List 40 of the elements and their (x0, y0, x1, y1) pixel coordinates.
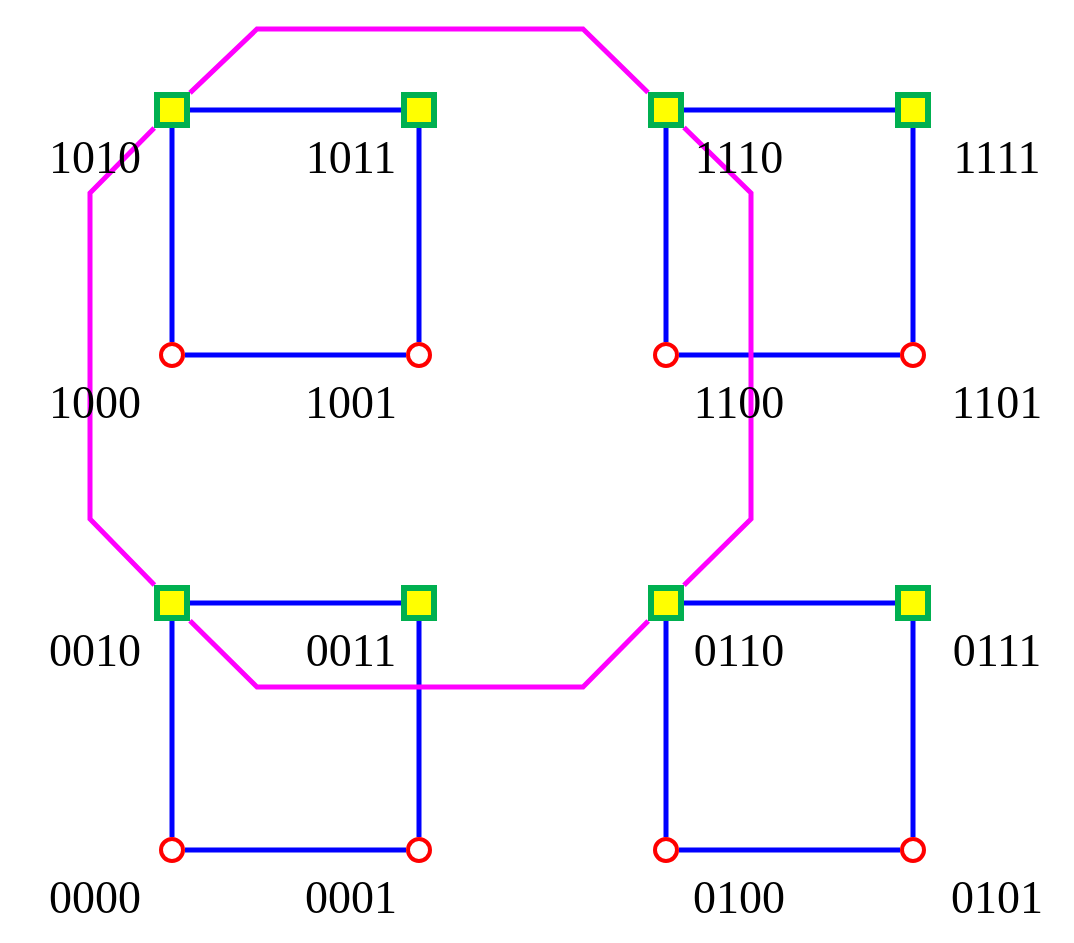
node-label: 1011 (305, 135, 397, 181)
node-label: 1101 (951, 380, 1043, 426)
node-label: 0000 (49, 875, 141, 921)
node-label: 0001 (305, 875, 397, 921)
node-label: 1111 (953, 135, 1041, 181)
connector-line (185, 352, 406, 358)
node-label: 0010 (49, 628, 141, 674)
connector-line (910, 621, 916, 837)
connector-line (188, 26, 650, 95)
connector-line (679, 352, 900, 358)
connector-line (682, 125, 754, 587)
connector-line (416, 128, 422, 342)
connector-line (190, 600, 401, 606)
connector-line (663, 128, 669, 342)
node-label: 0011 (305, 628, 397, 674)
connector-line (684, 107, 895, 113)
node-label: 1001 (305, 380, 397, 426)
square-marker (648, 92, 684, 128)
node-label: 0101 (951, 875, 1043, 921)
node-label: 0100 (693, 875, 785, 921)
connector-line (87, 126, 157, 587)
square-marker (401, 585, 437, 621)
connector-line (190, 107, 401, 113)
square-marker (154, 585, 190, 621)
square-marker (648, 585, 684, 621)
connector-line (663, 621, 669, 837)
connector-line (910, 128, 916, 342)
node-label: 0110 (693, 628, 785, 674)
node-label: 0111 (952, 628, 1042, 674)
connector-line (188, 619, 650, 690)
connector-line (185, 847, 406, 853)
square-marker (895, 92, 931, 128)
connector-line (684, 600, 895, 606)
connector-line (679, 847, 900, 853)
connector-line (169, 128, 175, 342)
connector-line (169, 621, 175, 837)
connector-line (416, 621, 422, 837)
square-marker (401, 92, 437, 128)
square-marker (154, 92, 190, 128)
square-marker (895, 585, 931, 621)
